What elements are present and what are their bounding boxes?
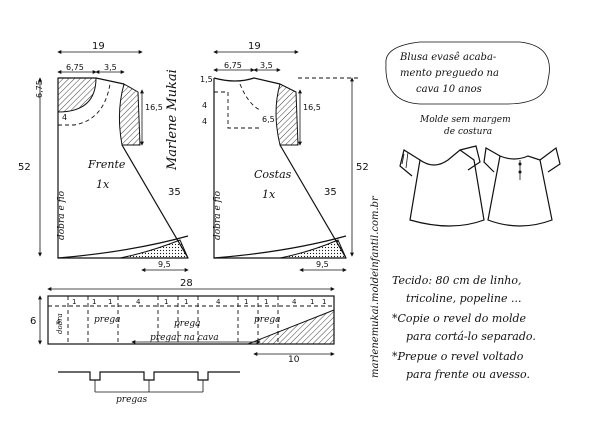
back-neck-small-label: 4 — [202, 101, 207, 110]
front-length-label: 52 — [18, 162, 31, 173]
back-fold-label: dobra e fio — [213, 190, 223, 240]
signature: Marlene Mukai — [165, 69, 180, 171]
strip-unit-3: 1 — [108, 298, 112, 306]
strip-pleat-label-3: prega — [254, 315, 281, 325]
front-hem-curve — [57, 235, 189, 259]
pleat-fold-line — [58, 371, 240, 381]
strip-unit-8: 1 — [244, 298, 248, 306]
info-panel: Blusa evasê acaba- mento preguedo na cav… — [385, 41, 561, 381]
strip-bottom-label: 10 — [288, 355, 300, 365]
note-line-6: para frente ou avesso. — [406, 368, 530, 381]
back-count: 1x — [262, 188, 276, 201]
front-neck-width-label: 6,75 — [66, 63, 84, 72]
back-neck-depth-label: 1,5 — [200, 75, 213, 84]
back-inner-curve — [239, 83, 261, 111]
pleat-strip: 28 1 1 1 4 1 1 4 1 1 4 1 1 prega prega — [30, 278, 335, 365]
back-curve-label: 6,5 — [262, 115, 275, 124]
back-hem-wedge — [279, 239, 347, 259]
note-line-3: *Copie o revel do molde — [392, 312, 527, 325]
dress-back-button-2 — [518, 170, 522, 174]
note-line-4: para cortá-lo separado. — [406, 330, 536, 343]
front-name: Frente — [87, 158, 126, 171]
strip-unit-11: 1 — [310, 298, 314, 306]
strip-unit-10: 4 — [292, 298, 297, 306]
back-armhole-top-label: 4 — [202, 117, 207, 126]
title-line-1: Blusa evasê acaba- — [399, 52, 497, 63]
dress-back-right-ruffle — [539, 146, 561, 173]
title-bubble — [385, 41, 550, 105]
strip-divisions — [67, 296, 279, 344]
front-hem-label: 9,5 — [158, 260, 171, 269]
title-line-2: mento preguedo na — [400, 68, 499, 79]
strip-unit-7: 4 — [216, 298, 221, 306]
front-count: 1x — [96, 178, 110, 191]
dress-back-sketch — [483, 146, 561, 227]
front-armhole-facing — [118, 83, 141, 146]
dress-front-left-ruffle — [399, 149, 421, 177]
website: marlenemukai.moldeinfantil.com.br — [370, 195, 381, 378]
front-neck-small-label: 4 — [62, 113, 67, 122]
front-neck-facing — [57, 77, 97, 113]
strip-unit-6: 1 — [184, 298, 188, 306]
back-facing-line — [214, 91, 260, 129]
note-line-2: tricoline, popeline ... — [406, 292, 521, 305]
dress-front-ruffle-pleats — [401, 151, 409, 169]
dress-back-left-ruffle — [483, 147, 501, 173]
front-facing-line — [58, 83, 111, 126]
strip-pleat-label-2: prega — [174, 319, 201, 329]
back-shoulder-label: 3,5 — [260, 61, 273, 70]
front-fold-label: dobra e fio — [57, 190, 67, 240]
note-line-5: *Prepue o revel voltado — [392, 350, 524, 363]
note-line-1: Tecido: 80 cm de linho, — [392, 274, 522, 287]
back-name: Costas — [254, 168, 292, 181]
strip-fold-label: dobra — [56, 313, 64, 334]
strip-length-label: 28 — [180, 278, 193, 289]
back-piece: 19 6,75 3,5 1,5 4 4 16,5 6,5 52 9,5 35 C… — [200, 41, 369, 272]
dress-back-body — [487, 155, 553, 227]
strip-unit-12: 1 — [322, 298, 326, 306]
back-neck-width-label: 6,75 — [224, 61, 242, 70]
pleat-detail: pregas — [58, 371, 240, 405]
dress-front-body — [409, 149, 485, 227]
front-piece: 19 6,75 3,5 52 6,75 16,5 4 9,5 3 — [18, 41, 189, 272]
mold-note-2: de costura — [444, 127, 492, 137]
back-neckline — [213, 77, 281, 85]
back-width-label: 19 — [248, 41, 261, 52]
front-shoulder-label: 3,5 — [104, 63, 117, 72]
strip-height-small-label: 4 — [56, 318, 61, 326]
back-length-label: 52 — [356, 162, 369, 173]
strip-pleat-label-1: prega — [94, 315, 121, 325]
pleats-caption: pregas — [116, 395, 148, 405]
strip-caption: pregar na cava — [150, 333, 219, 343]
back-armhole-label: 16,5 — [303, 103, 321, 112]
front-neck-depth-label: 6,75 — [35, 80, 44, 98]
back-armhole-facing — [275, 83, 299, 146]
mold-note-1: Molde sem margem — [419, 115, 511, 125]
strip-hatched-corner — [247, 309, 335, 345]
strip-unit-1: 1 — [72, 298, 76, 306]
front-width-label: 19 — [92, 41, 105, 52]
dress-front-sketch — [399, 145, 485, 227]
strip-unit-5: 1 — [164, 298, 168, 306]
front-side-label: 35 — [168, 187, 181, 198]
strip-unit-9: 1 — [264, 298, 268, 306]
back-side-label: 35 — [324, 187, 337, 198]
dress-front-right-ruffle — [459, 145, 481, 171]
back-hem-curve — [213, 235, 347, 259]
front-armhole-label: 16,5 — [145, 103, 163, 112]
strip-unit-4: 4 — [136, 298, 141, 306]
front-hem-wedge — [119, 239, 189, 259]
strip-unit-2: 1 — [92, 298, 96, 306]
back-hem-label: 9,5 — [316, 260, 329, 269]
strip-height-label: 6 — [30, 316, 36, 327]
dress-back-button-1 — [518, 162, 522, 166]
title-line-3: cava 10 anos — [416, 84, 482, 95]
